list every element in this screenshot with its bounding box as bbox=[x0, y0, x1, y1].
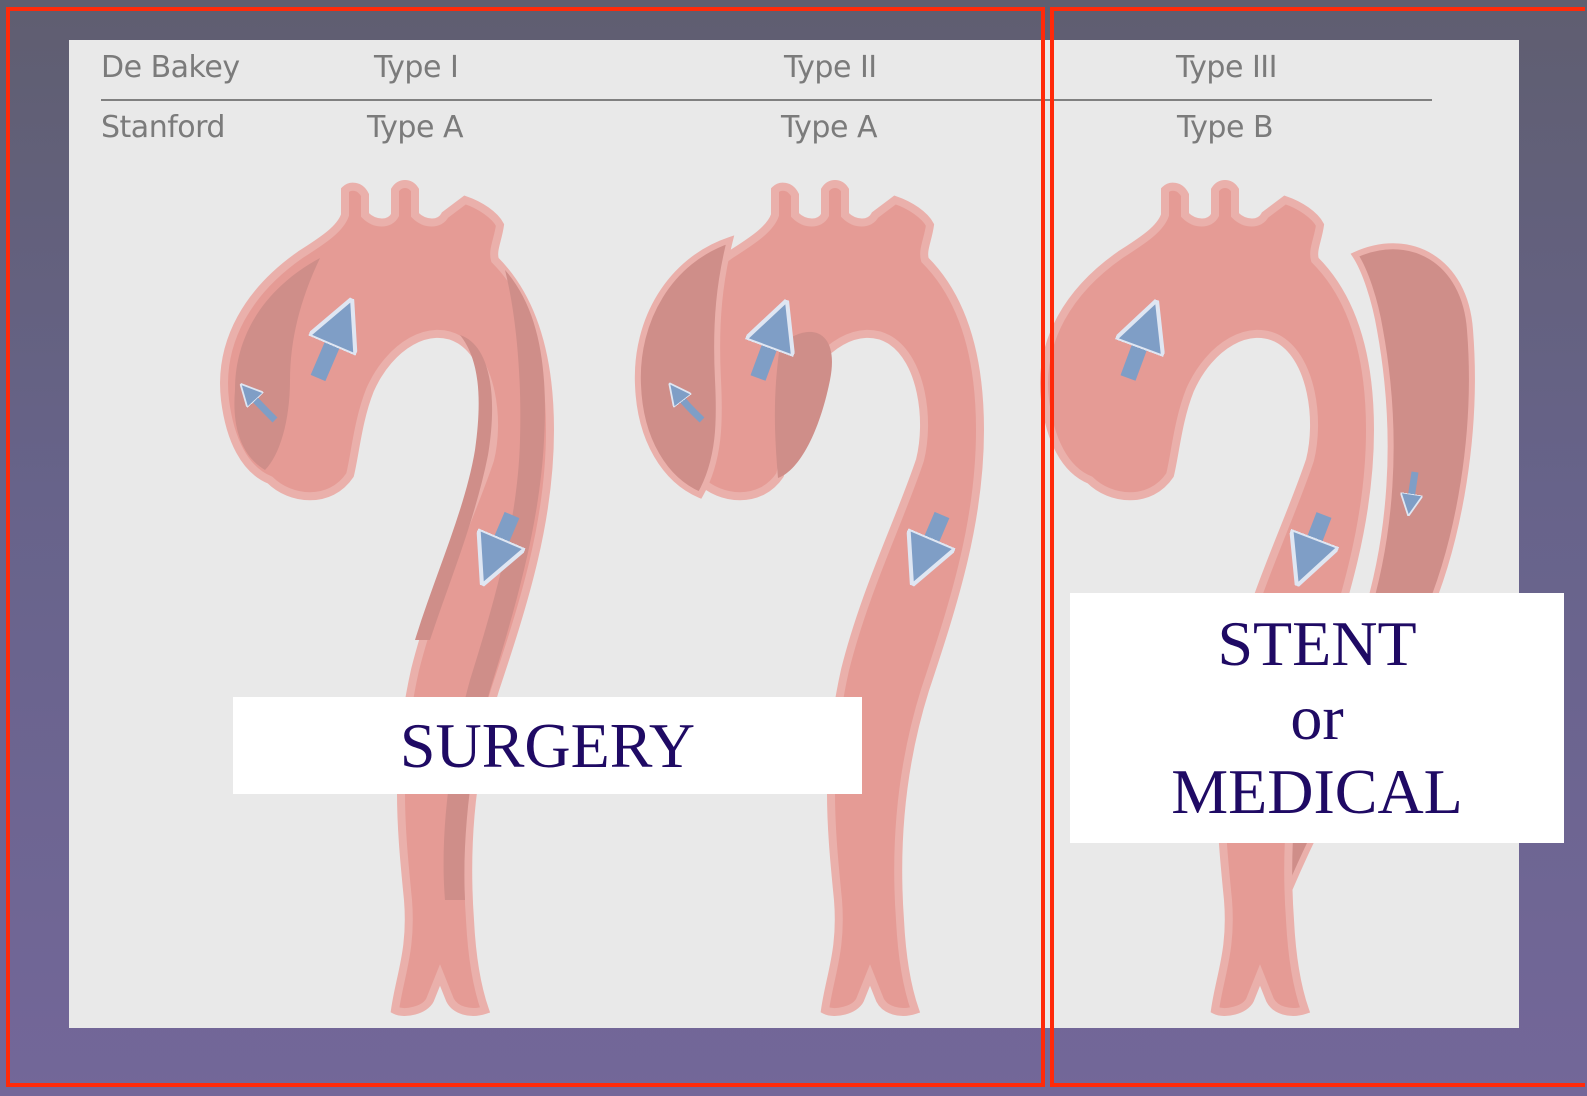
stent-text: STENT bbox=[1217, 607, 1416, 681]
type-a-group-frame bbox=[6, 7, 1045, 1087]
stent-or-medical-label: STENT or MEDICAL bbox=[1070, 593, 1564, 843]
type-b-group-frame bbox=[1050, 7, 1585, 1087]
surgery-label: SURGERY bbox=[233, 697, 862, 794]
or-text: or bbox=[1290, 681, 1343, 755]
medical-text: MEDICAL bbox=[1171, 755, 1463, 829]
surgery-text: SURGERY bbox=[400, 709, 695, 783]
